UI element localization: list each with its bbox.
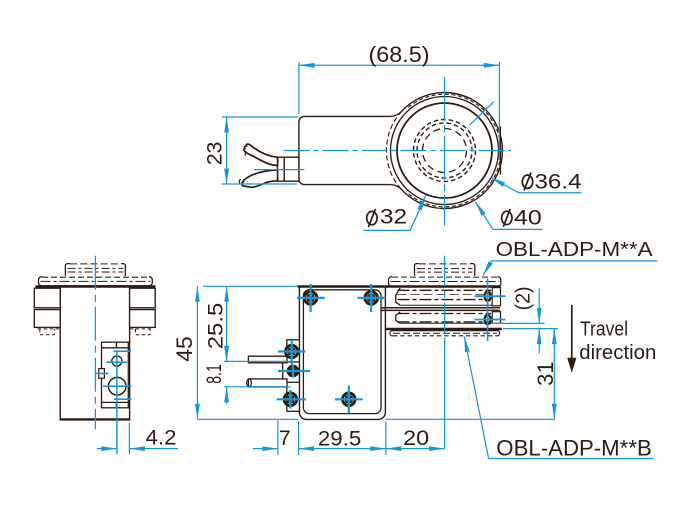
- svg-text:36.4: 36.4: [535, 170, 582, 193]
- svg-text:31: 31: [533, 361, 558, 386]
- svg-text:7: 7: [279, 427, 291, 450]
- svg-text:23: 23: [203, 142, 226, 166]
- svg-text:Travel: Travel: [580, 319, 628, 341]
- svg-text:40: 40: [514, 207, 542, 230]
- svg-text:29.5: 29.5: [318, 426, 362, 450]
- svg-text:OBL-ADP-M**A: OBL-ADP-M**A: [496, 239, 654, 261]
- svg-text:4.2: 4.2: [146, 426, 177, 449]
- svg-text:45: 45: [172, 336, 197, 362]
- svg-text:20: 20: [403, 426, 429, 450]
- svg-text:OBL-ADP-M**B: OBL-ADP-M**B: [496, 435, 652, 460]
- svg-text:(68.5): (68.5): [369, 42, 430, 67]
- svg-text:direction: direction: [579, 342, 656, 364]
- svg-text:8.1: 8.1: [203, 364, 226, 384]
- svg-text:(2): (2): [512, 286, 535, 310]
- svg-text:25.5: 25.5: [203, 303, 227, 350]
- svg-text:32: 32: [380, 205, 407, 228]
